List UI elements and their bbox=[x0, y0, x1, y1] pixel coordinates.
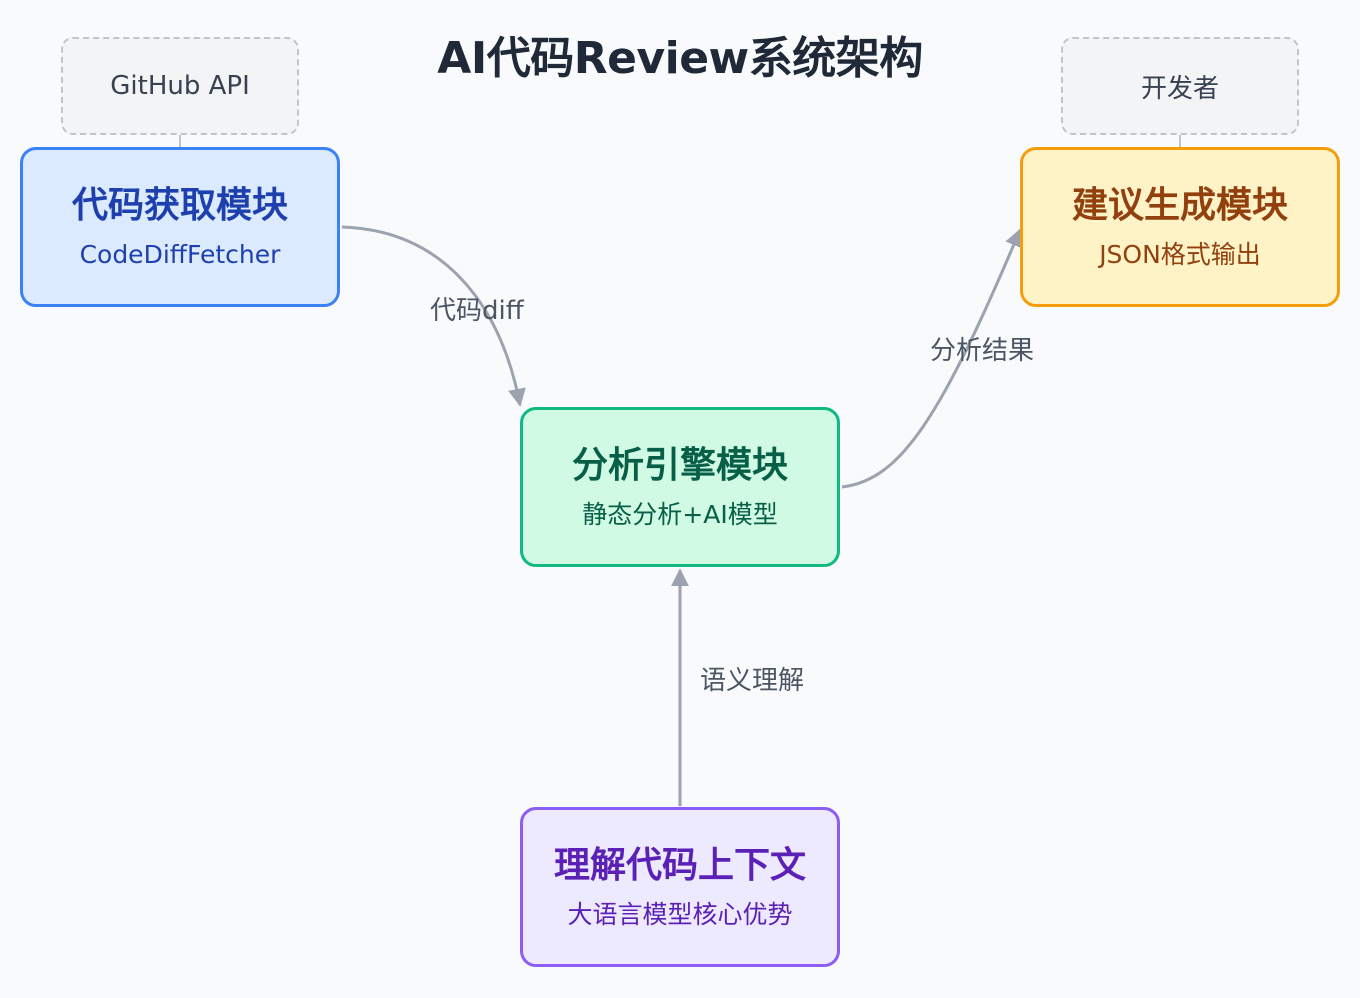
code-fetch-module-subtitle: CodeDiffFetcher bbox=[79, 239, 281, 269]
analysis-engine-module-subtitle: 静态分析+AI模型 bbox=[582, 499, 778, 529]
code-context-module-title: 理解代码上下文 bbox=[553, 845, 806, 887]
diagram-title: AI代码Review系统架构 bbox=[437, 33, 923, 84]
analysis-engine-module-title: 分析引擎模块 bbox=[571, 445, 788, 487]
edge-label-code-diff: 代码diff bbox=[430, 296, 524, 326]
suggestion-module-title: 建议生成模块 bbox=[1071, 185, 1288, 227]
edge-analysis-to-suggest bbox=[841, 228, 1023, 489]
suggestion-module: 建议生成模块 JSON格式输出 bbox=[1020, 147, 1340, 307]
suggestion-module-subtitle: JSON格式输出 bbox=[1099, 239, 1261, 269]
edge-label-semantic-understanding: 语义理解 bbox=[700, 666, 805, 696]
edge-fetch-to-analysis bbox=[341, 225, 526, 407]
code-fetch-module: 代码获取模块 CodeDiffFetcher bbox=[20, 147, 340, 307]
analysis-engine-module: 分析引擎模块 静态分析+AI模型 bbox=[520, 407, 840, 567]
github-api-source: GitHub API bbox=[61, 37, 299, 135]
code-context-module: 理解代码上下文 大语言模型核心优势 bbox=[520, 807, 840, 967]
developer-consumer: 开发者 bbox=[1061, 37, 1299, 135]
edge-label-analysis-result: 分析结果 bbox=[930, 336, 1035, 366]
code-context-module-subtitle: 大语言模型核心优势 bbox=[567, 899, 793, 929]
code-fetch-module-title: 代码获取模块 bbox=[71, 185, 288, 227]
